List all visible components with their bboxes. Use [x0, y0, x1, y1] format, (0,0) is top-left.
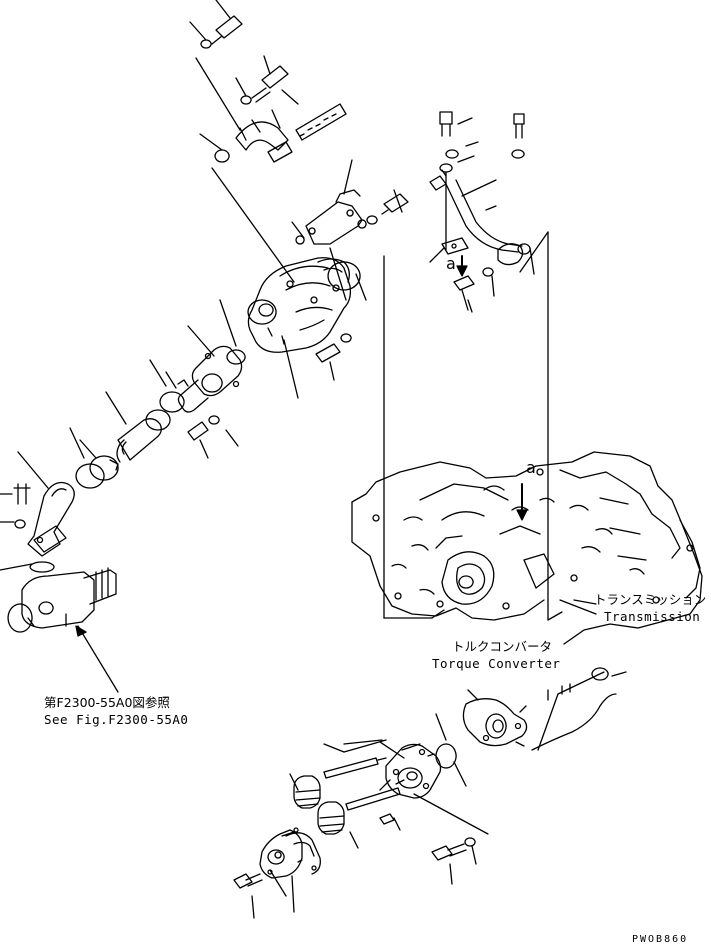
hose-clamp-lower [69, 427, 119, 489]
o-ring-front [435, 713, 467, 787]
transmission-oil-pipe [445, 179, 535, 275]
converter-housing-stub [531, 667, 627, 751]
hydraulic-pump [247, 257, 352, 399]
label-transmission-en: Transmission [604, 609, 701, 624]
label-converter-jp: トルクコンバータ [452, 639, 553, 654]
charging-pump-body [379, 741, 442, 799]
label-converter-en: Torque Converter [432, 656, 561, 671]
label-ref-en: See Fig.F2300-55A0 [44, 712, 189, 727]
pipe-clamp-bracket [429, 237, 469, 277]
suction-elbow-pipe [17, 451, 75, 557]
pump-leader-lines [211, 167, 347, 301]
hose-flange-mid [177, 325, 243, 459]
upper-right-bolt-2 [511, 113, 525, 159]
hose-clamp-upper [145, 359, 189, 431]
gear-group-bracket [323, 739, 387, 753]
top-bolt-upper [189, 0, 243, 49]
pump-gasket-round [219, 261, 367, 365]
hose-elbow-top [195, 57, 347, 163]
pump-outlet-flange [291, 159, 409, 381]
pump-shafts [323, 739, 405, 831]
elbow-bolt [0, 483, 31, 529]
elbow-gasket [0, 561, 55, 573]
top-bolt-mid [235, 55, 289, 105]
housing-bolt [413, 793, 489, 885]
front-cover-flange [462, 689, 528, 747]
transmission-case [351, 451, 703, 645]
upper-right-bolt-1 [439, 111, 479, 159]
drawing-code: PWOB860 [632, 934, 689, 945]
pump-rear-cover [259, 827, 321, 913]
cover-bolt-lower [233, 873, 263, 919]
label-transmission-jp: トランスミッション [594, 592, 707, 607]
rubber-hose [105, 391, 162, 463]
mark-a-upper: a [446, 254, 456, 273]
alignment-lines [383, 171, 549, 621]
case-leaders [383, 599, 597, 621]
pump-gears [289, 773, 359, 849]
referenced-pump-assembly [7, 567, 119, 693]
label-ref-jp: 第F2300-55A0図参照 [44, 695, 170, 710]
clamp-bolt [453, 267, 495, 313]
mark-a-lower: a [526, 458, 536, 477]
hose-fitting-clip [429, 155, 475, 191]
